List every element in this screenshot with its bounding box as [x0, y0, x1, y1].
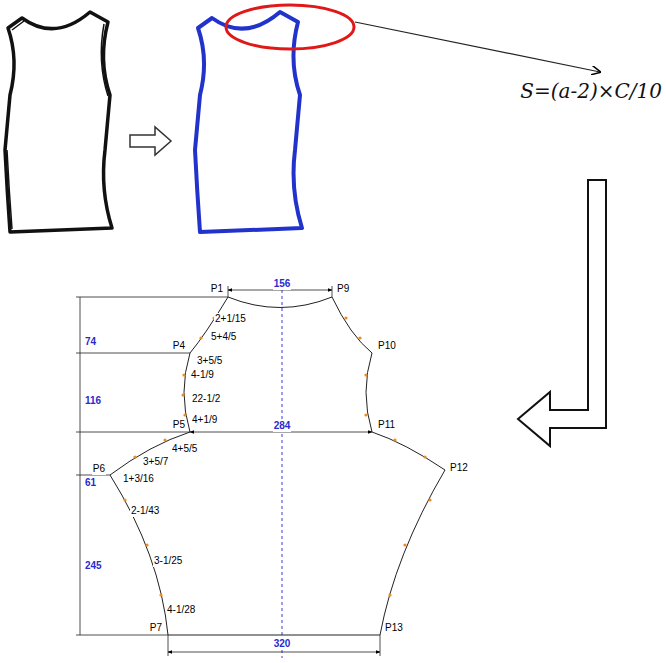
curve-note: 4+5/5 [171, 443, 198, 455]
curve-note: 3-1/25 [153, 555, 183, 567]
point-label: P6 [92, 463, 106, 475]
point-label: P9 [336, 283, 350, 295]
hollow-arrow [130, 127, 171, 155]
dimension-value: 116 [84, 395, 102, 407]
neck-highlight [226, 5, 354, 49]
center-line [282, 284, 283, 658]
curve-note: 4-1/28 [166, 604, 196, 616]
dimension-value: 284 [273, 420, 292, 432]
dimension-value: 320 [273, 638, 292, 650]
hollow-l-arrow [518, 180, 606, 446]
dimension-value: 156 [273, 278, 292, 290]
pattern-outline [110, 297, 445, 635]
point-label: P1 [210, 283, 224, 295]
point-label: P12 [449, 462, 469, 474]
point-label: P11 [377, 419, 396, 431]
curve-note: 2+1/15 [214, 313, 247, 325]
point-label: P7 [149, 622, 163, 634]
shirt-sketch-stroke [7, 21, 108, 229]
curve-note: 4-1/9 [190, 369, 215, 381]
shirt-sketch [5, 12, 112, 232]
curve-note: 2-1/43 [130, 505, 160, 517]
curve-note: 3+5/7 [142, 456, 169, 468]
point-label: P13 [384, 622, 404, 634]
leader-line [355, 22, 600, 72]
dimension-value: 74 [84, 336, 97, 348]
curve-note: 3+5/5 [196, 355, 223, 367]
point-label: P10 [377, 340, 397, 352]
dimension-lines [76, 286, 380, 656]
formula: S=(a-2)×C/10 [520, 80, 662, 103]
curve-note: 1+3/16 [122, 473, 155, 485]
point-label: P4 [172, 340, 186, 352]
dimension-value: 245 [84, 560, 103, 572]
dimension-value: 61 [84, 477, 97, 489]
point-label: P5 [172, 419, 186, 431]
curve-note: 22-1/2 [191, 393, 221, 405]
curve-points [123, 316, 431, 596]
curve-note: 5+4/5 [210, 331, 237, 343]
curve-note: 4+1/9 [191, 414, 218, 426]
